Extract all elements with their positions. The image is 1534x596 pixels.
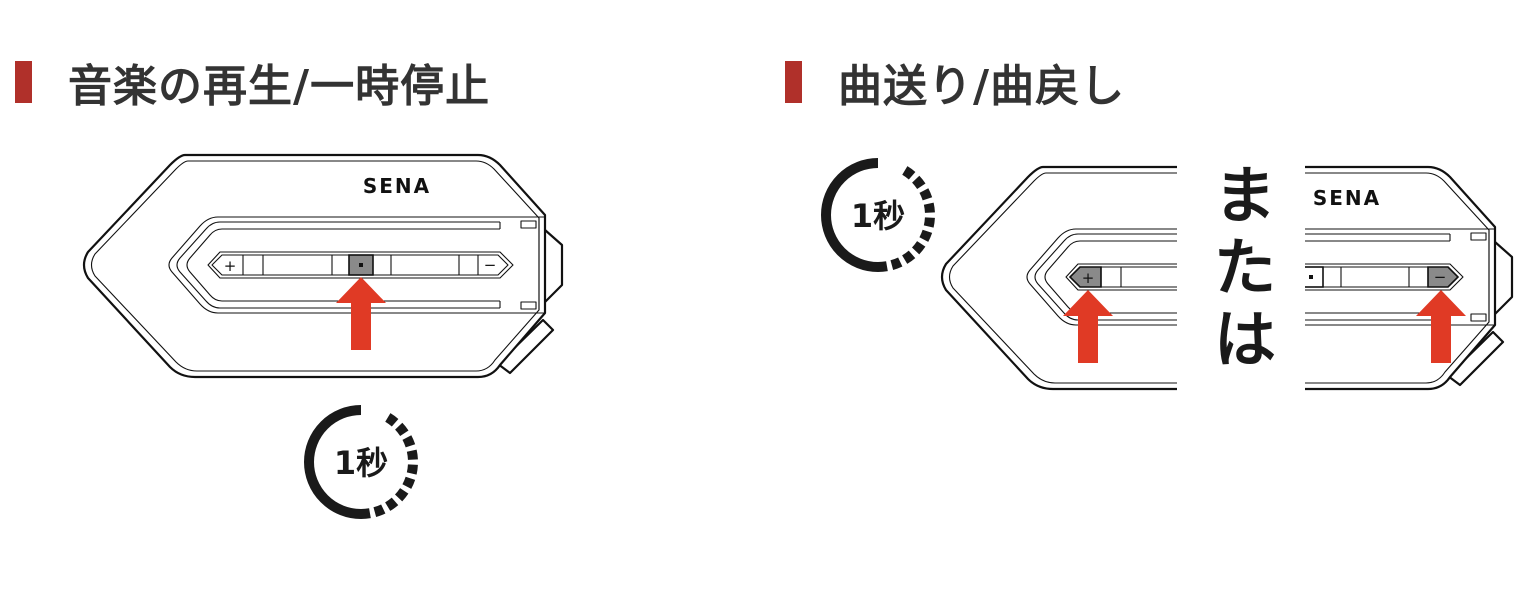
sena-logo: SENA <box>1313 186 1381 210</box>
timer-solid-arc <box>821 158 879 272</box>
timer-solid-arc <box>304 405 362 519</box>
device-body-inner <box>1305 172 1490 384</box>
track-end <box>499 218 540 310</box>
device-body-inner <box>948 172 1177 384</box>
plus-button-pressed <box>1068 266 1102 288</box>
timer-dashed-arc <box>877 165 935 272</box>
or-char: は <box>1213 303 1276 376</box>
device-body <box>940 165 1177 391</box>
timer-label: 1秒 <box>334 444 388 482</box>
center-dot-icon <box>359 263 363 267</box>
device-body-inner <box>90 160 540 372</box>
track-rail <box>1305 233 1450 321</box>
title-text: 音楽の再生/一時停止 <box>68 61 491 112</box>
minus-icon: − <box>484 256 497 274</box>
sena-logo: SENA <box>363 174 431 198</box>
press-arrow-plus <box>1063 290 1113 363</box>
track-slot <box>1470 313 1487 322</box>
headset-device-right-left-half: + <box>940 165 1177 391</box>
track-slot <box>1470 232 1487 241</box>
section-title-track-skip: 曲送り/曲戻し <box>785 50 1125 114</box>
center-button <box>1305 266 1324 288</box>
track-rail-inner <box>1305 240 1450 314</box>
plus-icon: + <box>1082 269 1095 287</box>
or-separator: または <box>1200 160 1290 376</box>
press-arrow-center <box>336 277 386 350</box>
press-arrow-minus <box>1416 290 1466 363</box>
track-outer <box>1026 228 1177 326</box>
section-title-play-pause: 音楽の再生/一時停止 <box>15 50 490 114</box>
track-outer <box>168 216 546 314</box>
headset-device-left: SENA + − <box>82 153 564 379</box>
accent-bar <box>15 61 32 103</box>
track-rail <box>1034 233 1177 321</box>
or-text: または <box>1200 160 1290 376</box>
minus-icon: − <box>1434 268 1447 286</box>
track-slot <box>520 301 537 310</box>
button-bar-inner <box>211 254 509 276</box>
timer-1s-play: 1秒 <box>304 405 418 519</box>
timer-label: 1秒 <box>851 197 905 235</box>
timer-1s-skip: 1秒 <box>821 158 935 272</box>
or-char: ま <box>1213 159 1276 232</box>
timer-dashed-arc <box>360 412 418 519</box>
track-slot <box>520 220 537 229</box>
side-button <box>544 229 564 303</box>
center-dot-icon <box>1309 275 1313 279</box>
or-char: た <box>1213 231 1276 304</box>
plus-icon: + <box>224 257 237 275</box>
button-bar <box>1305 263 1464 291</box>
side-button <box>1494 241 1514 315</box>
title-text: 曲送り/曲戻し <box>838 61 1126 112</box>
accent-bar <box>785 61 802 103</box>
